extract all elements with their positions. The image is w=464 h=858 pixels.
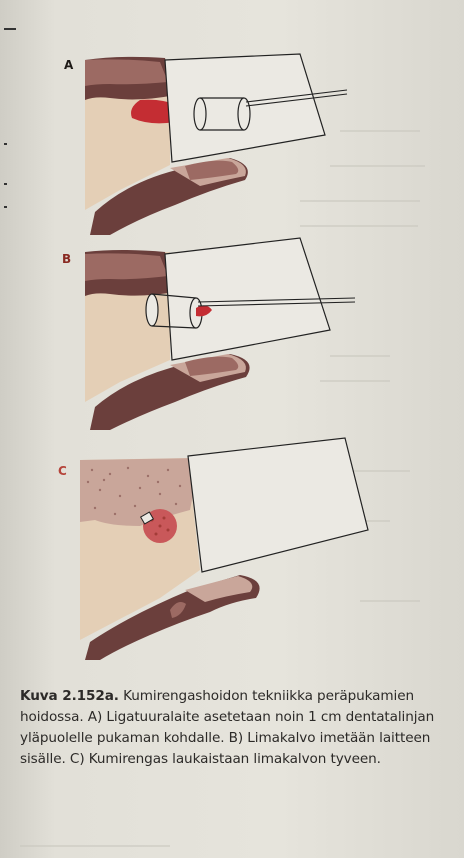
figure-panel-c: C — [0, 430, 464, 670]
panel-letter-a: A — [64, 58, 73, 72]
figure-panel-b: B — [0, 232, 464, 432]
figure-caption: Kuva 2.152a. Kumirengashoidon tekniikka … — [20, 686, 448, 770]
margin-mark — [4, 28, 16, 30]
caption-label: Kuva 2.152a. — [20, 688, 119, 704]
rubber-band-release-illustration — [0, 430, 464, 670]
panel-letter-c: C — [58, 464, 67, 478]
panel-letter-b: B — [62, 252, 71, 266]
figure-panel-a: A — [0, 40, 464, 240]
